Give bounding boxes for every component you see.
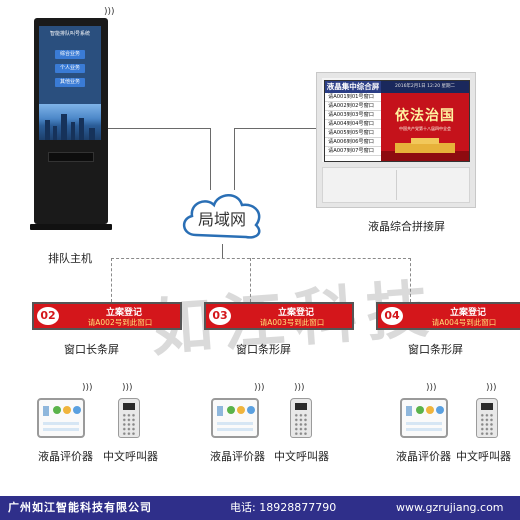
kiosk-connector-h [108, 128, 210, 129]
splice-caption: 液晶综合拼接屏 [368, 220, 445, 233]
call-row: 请A001到01号窗口 [325, 93, 381, 102]
footer-bar: 广州如江智能科技有限公司 电话: 18928877790 www.gzrujia… [0, 496, 520, 520]
wifi-icon: ))) [294, 383, 305, 393]
wifi-icon: ))) [426, 383, 437, 393]
kiosk-base [30, 224, 112, 230]
wifi-icon: ))) [486, 383, 497, 393]
evaluator-caption: 液晶评价器 [210, 450, 265, 463]
slogan-text: 依法治国 [395, 108, 455, 124]
window-number: 03 [209, 307, 231, 325]
splice-cabinet [322, 167, 470, 203]
call-row: 请A005到05号窗口 [325, 129, 381, 138]
kiosk-caption: 排队主机 [48, 252, 92, 265]
call-list: 请A001到01号窗口 请A002到02号窗口 请A003到03号窗口 请A00… [325, 93, 381, 161]
call-row: 请A003到03号窗口 [325, 111, 381, 120]
splice-header: 液晶集中综合屏 [325, 81, 381, 93]
lcd-evaluator [37, 398, 85, 438]
window-strip-screen-1: 02 立案登记 请A002号到此窗口 [32, 302, 182, 330]
evaluator-caption: 液晶评价器 [38, 450, 93, 463]
kiosk-button-3: 其他业务 [55, 78, 85, 87]
strip-caption-1: 窗口长条屏 [64, 343, 119, 356]
bus-drop-3 [410, 258, 411, 302]
chinese-pager [118, 398, 140, 438]
window-number: 04 [381, 307, 403, 325]
slogan-subtext: 中国共产党第十八届四中全会 [399, 126, 451, 131]
great-hall-icon [381, 138, 469, 161]
lan-cloud: 局域网 [176, 185, 268, 245]
call-row: 请A007到07号窗口 [325, 147, 381, 156]
cloud-icon [183, 194, 261, 239]
splice-header-datetime: 2016年2月1日 12:20 星期二 [381, 81, 469, 93]
wifi-icon: ))) [254, 383, 265, 393]
window-strip-screen-3: 04 立案登记 请A004号到此窗口 [376, 302, 520, 330]
strip-line-1: 立案登记 [105, 308, 142, 318]
splice-display: 液晶集中综合屏 2016年2月1日 12:20 星期二 请A001到01号窗口 … [324, 80, 470, 162]
wifi-icon: ))) [122, 383, 133, 393]
phone-number: 电话: 18928877790 [230, 501, 337, 514]
pager-caption: 中文呼叫器 [456, 450, 511, 463]
pager-caption: 中文呼叫器 [274, 450, 329, 463]
ticket-slot [48, 152, 94, 162]
window-number: 02 [37, 307, 59, 325]
window-strip-screen-2: 03 立案登记 请A003号到此窗口 [204, 302, 354, 330]
kiosk-screen-title: 智能排队叫号系统 [49, 31, 90, 37]
call-row: 请A002到02号窗口 [325, 102, 381, 111]
slogan-poster: 依法治国 中国共产党第十八届四中全会 [381, 93, 469, 161]
strip-line-1: 立案登记 [277, 308, 314, 318]
lcd-evaluator [400, 398, 448, 438]
strip-caption-2: 窗口条形屏 [236, 343, 291, 356]
wifi-icon: ))) [82, 383, 93, 393]
strip-line-1: 立案登记 [449, 308, 486, 318]
evaluator-caption: 液晶评价器 [396, 450, 451, 463]
bus-drop-2 [250, 258, 251, 302]
kiosk-screen: 智能排队叫号系统 综合业务 个人业务 其他业务 [39, 26, 101, 140]
cloud-down-connector [222, 244, 223, 258]
splice-connector-h [234, 128, 316, 129]
call-row: 请A006到06号窗口 [325, 138, 381, 147]
call-row: 请A004到04号窗口 [325, 120, 381, 129]
pager-caption: 中文呼叫器 [103, 450, 158, 463]
company-name: 广州如江智能科技有限公司 [8, 501, 152, 514]
kiosk-button-1: 综合业务 [55, 50, 85, 59]
lcd-splice-screen: 液晶集中综合屏 2016年2月1日 12:20 星期二 请A001到01号窗口 … [316, 72, 476, 208]
city-skyline-image [39, 104, 101, 140]
lan-label: 局域网 [197, 210, 246, 229]
wifi-icon: ))) [104, 7, 115, 17]
chinese-pager [290, 398, 312, 438]
bus-line [111, 258, 411, 259]
lcd-evaluator [211, 398, 259, 438]
kiosk-button-2: 个人业务 [55, 64, 85, 73]
chinese-pager [476, 398, 498, 438]
strip-line-2: 请A003号到此窗口 [259, 318, 325, 327]
strip-line-2: 请A004号到此窗口 [431, 318, 497, 327]
bus-drop-1 [111, 258, 112, 302]
splice-connector-v [234, 128, 235, 190]
website-link[interactable]: www.gzrujiang.com [396, 501, 504, 514]
kiosk-connector-v [210, 128, 211, 190]
strip-caption-3: 窗口条形屏 [408, 343, 463, 356]
strip-line-2: 请A002号到此窗口 [87, 318, 153, 327]
